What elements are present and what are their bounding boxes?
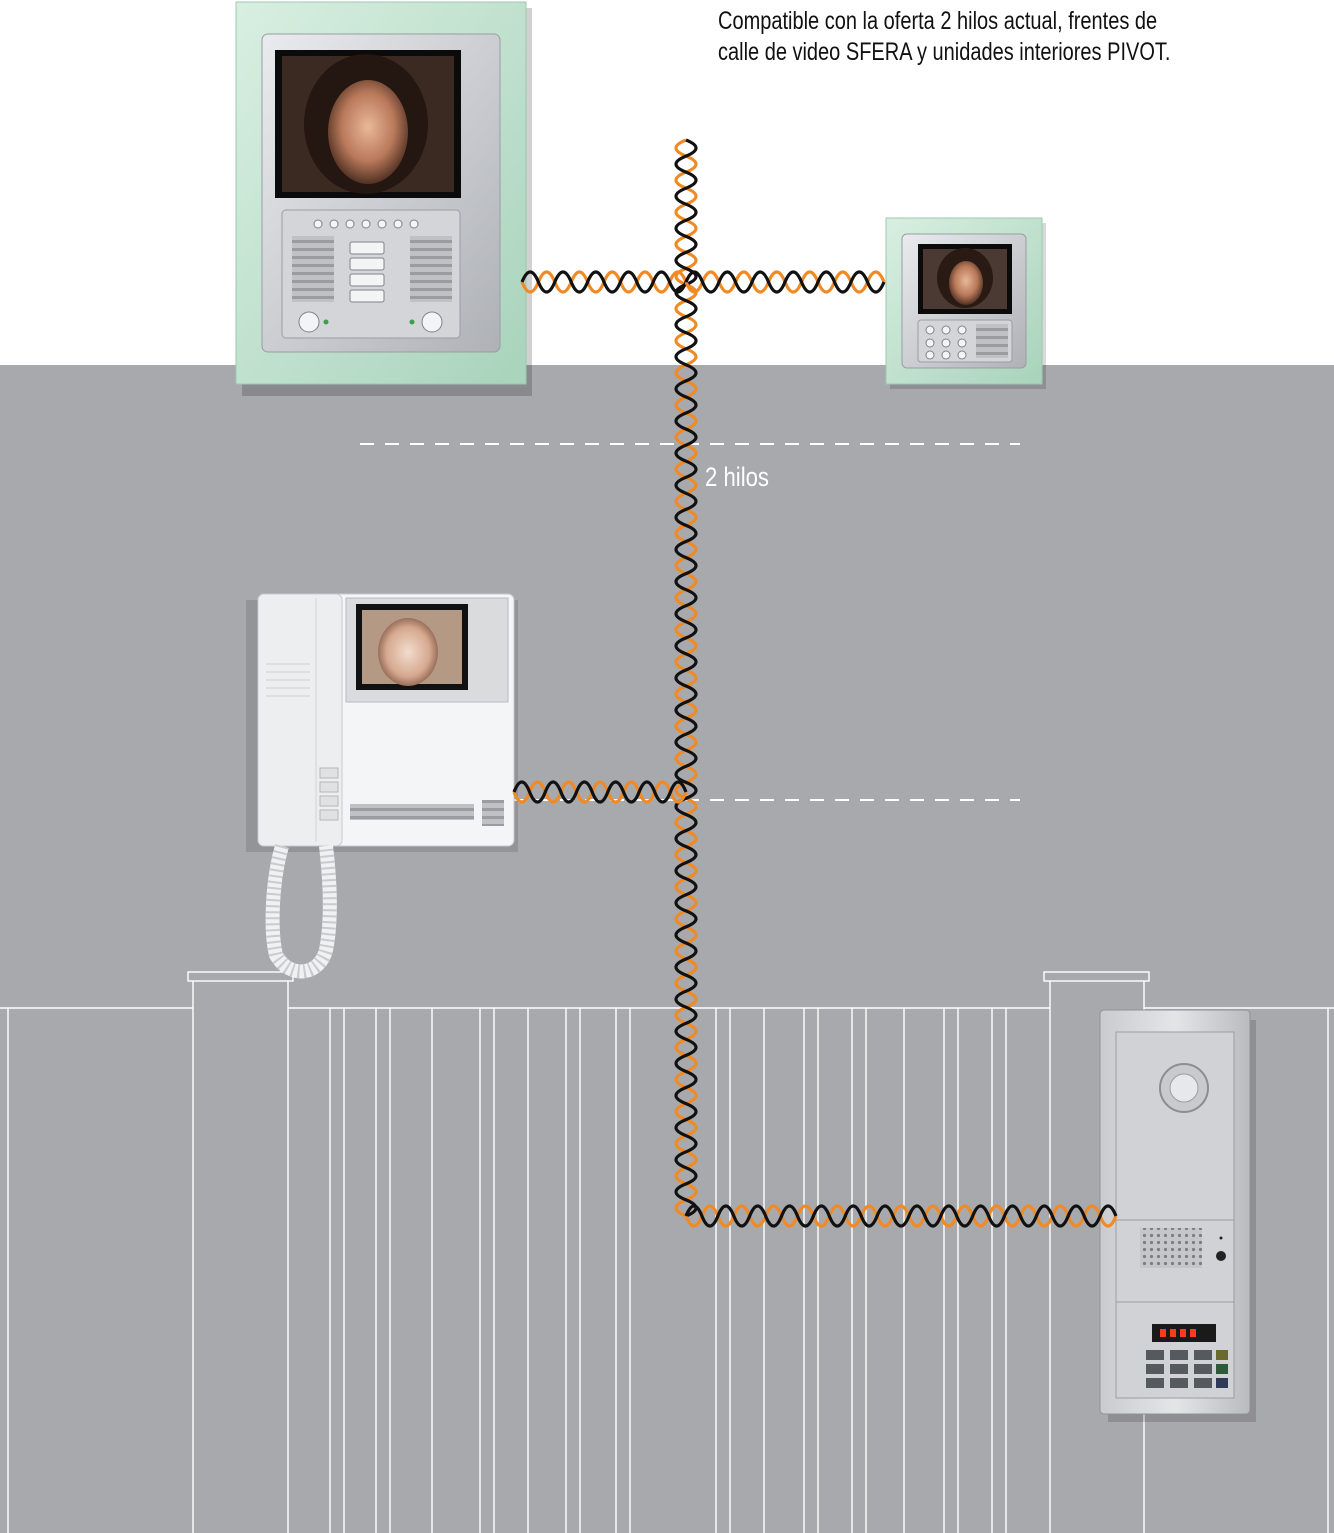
caption-line-1: Compatible con la oferta 2 hilos actual,… [718,6,1230,37]
door-entry-panel [1100,1010,1256,1422]
bus-label: 2 hilos [705,462,769,493]
compatibility-caption: Compatible con la oferta 2 hilos actual,… [718,6,1230,68]
large-monitor-cable-black-conductor [522,272,686,292]
large-flush-video-monitor [236,2,532,396]
small-flush-video-monitor [886,218,1046,389]
entry-panel-cable-black-conductor [686,1206,1116,1226]
riser-cable-black-conductor [676,140,696,1216]
caption-line-2: calle de video SFERA y unidades interior… [718,37,1230,68]
handset-video-monitor [246,594,518,971]
